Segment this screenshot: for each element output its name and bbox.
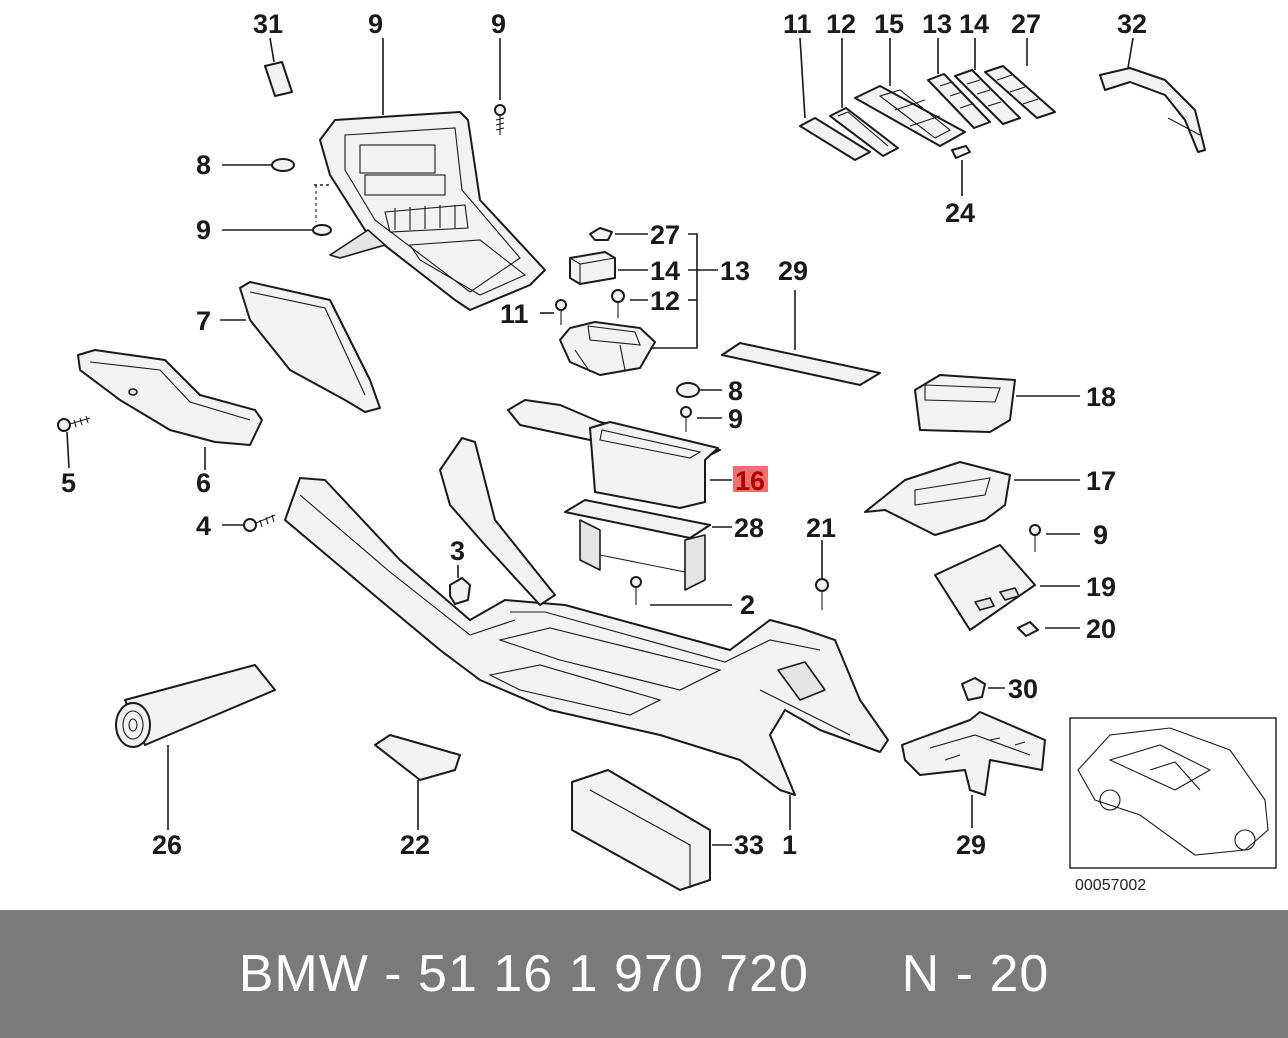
footer-brand: BMW: [238, 945, 369, 1003]
footer-position-separator: -: [955, 945, 974, 1003]
callout-8-left: 8: [196, 150, 211, 180]
part-8-clip-right: [676, 382, 722, 398]
part-12-screw: [611, 289, 648, 318]
part-11-screw: [540, 299, 567, 325]
part-26-lid: [374, 734, 461, 830]
part-7-side-panel: [220, 281, 381, 413]
callout-18: 14: [959, 9, 989, 39]
callout-28: 24: [945, 198, 975, 228]
part-19-plate: [854, 38, 966, 147]
callout-labels: 31 9 9 9 8 9 7 5 6 4 3 27 14 13 12 12 9 …: [61, 9, 1147, 860]
callout-9-middle-b: 9: [728, 404, 743, 434]
callout-9-right-b: 9: [1093, 520, 1108, 550]
part-16-insert: [829, 38, 899, 157]
footer-separator: -: [384, 945, 403, 1003]
callout-27: 27: [650, 220, 680, 250]
callout-32: 28: [734, 513, 764, 543]
callout-34: 30: [1008, 674, 1038, 704]
part-4-screw: [222, 514, 276, 532]
part-25-clip: [815, 540, 829, 610]
part-13-holder: [559, 321, 656, 376]
part-17-insert: [927, 38, 991, 129]
part-1-center-console: [284, 437, 889, 830]
callout-5: 5: [61, 468, 76, 498]
part-23-cover: [934, 544, 1080, 631]
callout-17: 13: [922, 9, 952, 39]
part-5-screw: [57, 415, 91, 469]
callout-33: 29: [956, 830, 986, 860]
callout-23: 19: [1086, 572, 1116, 602]
callout-1: 1: [782, 830, 797, 860]
part-37-channel: [571, 769, 732, 891]
callout-21: 17: [1086, 466, 1116, 496]
callout-37: 33: [734, 830, 764, 860]
callout-12b: 12: [650, 286, 680, 316]
part-31-insert: [984, 38, 1056, 119]
diagram-reference-number: 00057002: [1075, 877, 1146, 894]
part-8-clip-left: [222, 158, 330, 186]
callout-19: 15: [874, 9, 904, 39]
exploded-view-drawing: 00057002 31 9 9 9 8 9 7 5 6 4 3 27 14 13…: [57, 9, 1277, 894]
footer-position-number: 20: [989, 945, 1050, 1003]
callout-25: 21: [806, 513, 836, 543]
parts-diagram: 00057002 31 9 9 9 8 9 7 5 6 4 3 27 14 13…: [57, 9, 1277, 894]
callout-36: 32: [1117, 9, 1147, 39]
part-9-screw-middle: [680, 406, 722, 432]
part-24-clip: [1017, 621, 1080, 637]
part-22-box: [914, 374, 1080, 433]
part-9-screw-top: [494, 38, 506, 135]
callout-26: 22: [400, 830, 430, 860]
callout-7: 7: [196, 306, 211, 336]
part-10-console-trim: [319, 38, 546, 311]
callout-30: 26: [152, 830, 182, 860]
callout-2: 2: [740, 590, 755, 620]
part-32-frame: [564, 499, 732, 591]
callout-29: 29: [778, 256, 808, 286]
part-9-screw-left: [222, 185, 332, 236]
part-33-bracket: [901, 711, 1046, 828]
callout-20: 16: [735, 466, 765, 496]
part-13-bracket-line: [650, 233, 718, 349]
footer-part-number: 51 16 1 970 720: [418, 945, 809, 1003]
callout-35: 31: [253, 9, 283, 39]
part-20-tray: [507, 399, 732, 509]
part-28-bulb: [951, 145, 971, 196]
callout-10: 9: [368, 9, 383, 39]
part-34-plug: [961, 677, 1005, 701]
callout-9a: 9: [491, 9, 506, 39]
part-18-insert: [954, 38, 1021, 125]
part-36-frame: [1099, 37, 1206, 153]
part-30-roll: [115, 664, 276, 830]
callout-24: 20: [1086, 614, 1116, 644]
part-14-box: [569, 251, 648, 285]
part-3-plug: [449, 565, 471, 605]
callout-11-b: 11: [500, 299, 529, 329]
part-35-cover: [264, 37, 293, 97]
callout-20-highlight: [733, 466, 768, 492]
callout-9-left: 9: [196, 215, 211, 245]
footer-bar: BMW - 51 16 1 970 720 N - 20: [0, 910, 1288, 1038]
part-15-insert: [799, 37, 871, 161]
callout-6: 6: [196, 468, 211, 498]
vehicle-location-inset: 00057002: [1069, 717, 1277, 894]
callout-8-right: 8: [728, 376, 743, 406]
footer-caption: BMW - 51 16 1 970 720 N - 20: [0, 910, 1288, 1038]
part-9-screw-right: [1029, 524, 1080, 552]
part-21-holder: [864, 461, 1080, 536]
callout-13: 13: [720, 256, 750, 286]
callout-16: 12: [826, 9, 856, 39]
callout-15: 11: [783, 9, 812, 39]
footer-position-prefix: N: [901, 945, 941, 1003]
callout-22: 18: [1086, 382, 1116, 412]
callout-4: 4: [196, 511, 211, 541]
callout-14: 14: [650, 256, 680, 286]
callout-31: 27: [1011, 9, 1041, 39]
part-2-screw: [630, 576, 732, 606]
part-29-mat: [721, 290, 881, 386]
part-6-side-panel: [77, 349, 263, 470]
callout-3: 3: [450, 536, 465, 566]
part-27-clip: [589, 227, 648, 241]
